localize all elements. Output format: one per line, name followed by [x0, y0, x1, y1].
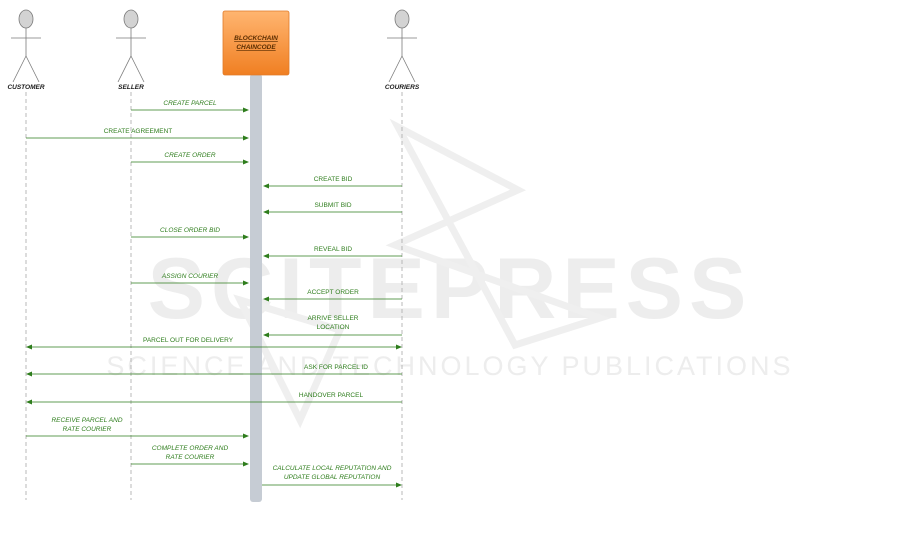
couriers-head-icon	[394, 9, 410, 29]
message-label: ACCEPT ORDER	[307, 289, 359, 296]
customer-actor: CUSTOMER	[7, 9, 45, 91]
message-accept-order: ACCEPT ORDER	[263, 289, 402, 302]
message-arrive-seller-location: ARRIVE SELLER LOCATION	[263, 315, 402, 338]
message-label-line2: RATE COURIER	[166, 454, 215, 461]
seller-label: SELLER	[118, 84, 144, 91]
arrowhead-icon	[243, 107, 249, 113]
arrowhead-icon	[263, 253, 269, 259]
message-label: CREATE ORDER	[164, 152, 215, 159]
message-label-line2: LOCATION	[317, 324, 350, 331]
chaincode-box	[222, 10, 290, 76]
message-label-line2: UPDATE GLOBAL REPUTATION	[284, 474, 381, 481]
message-label: SUBMIT BID	[314, 202, 351, 209]
arrowhead-icon	[243, 234, 249, 240]
message-create-order: CREATE ORDER	[131, 152, 249, 165]
message-complete-order-rate-courier: COMPLETE ORDER AND RATE COURIER	[131, 445, 249, 467]
message-create-bid: CREATE BID	[263, 176, 402, 189]
arrowhead-icon	[263, 209, 269, 215]
couriers-label: COURIERS	[385, 84, 420, 91]
message-reveal-bid: REVEAL BID	[263, 246, 402, 259]
arrowhead-icon	[396, 482, 402, 488]
message-label-line1: ARRIVE SELLER	[308, 315, 359, 322]
message-label: HANDOVER PARCEL	[299, 392, 364, 399]
message-label: REVEAL BID	[314, 246, 352, 253]
chaincode-activation-bar	[250, 74, 262, 502]
message-handover-parcel: HANDOVER PARCEL	[26, 392, 402, 405]
watermark-logo-shape	[233, 118, 611, 429]
customer-head-icon	[18, 9, 34, 29]
message-create-agreement: CREATE AGREEMENT	[26, 128, 249, 141]
arrowhead-icon	[243, 159, 249, 165]
message-receive-parcel-rate-courier: RECEIVE PARCEL AND RATE COURIER	[26, 417, 249, 439]
message-close-order-bid: CLOSE ORDER BID	[131, 227, 249, 240]
watermark: SCITEPRESS SCIENCE AND TECHNOLOGY PUBLIC…	[106, 118, 793, 429]
arrowhead-icon	[26, 399, 32, 405]
message-create-parcel: CREATE PARCEL	[131, 100, 249, 113]
watermark-title: SCITEPRESS	[148, 241, 753, 337]
message-ask-for-parcel-id: ASK FOR PARCEL ID	[26, 364, 402, 377]
couriers-actor: COURIERS	[385, 9, 420, 91]
message-label: ASK FOR PARCEL ID	[304, 364, 368, 371]
chaincode-label-line1: BLOCKCHAIN	[234, 35, 278, 42]
arrowhead-icon	[263, 183, 269, 189]
watermark-subtitle: SCIENCE AND TECHNOLOGY PUBLICATIONS	[106, 351, 793, 381]
message-label: CREATE AGREEMENT	[104, 128, 173, 135]
arrowhead-icon	[263, 296, 269, 302]
message-calculate-reputation: CALCULATE LOCAL REPUTATION AND UPDATE GL…	[262, 465, 402, 488]
message-label: PARCEL OUT FOR DELIVERY	[143, 337, 234, 344]
seller-actor: SELLER	[116, 9, 146, 91]
arrowhead-icon	[243, 280, 249, 286]
arrowhead-icon	[26, 371, 32, 377]
message-label: ASSIGN COURIER	[161, 273, 219, 280]
message-label: CREATE PARCEL	[163, 100, 217, 107]
message-label: CLOSE ORDER BID	[160, 227, 220, 234]
message-label-line1: COMPLETE ORDER AND	[152, 445, 229, 452]
message-list: CREATE PARCEL CREATE AGREEMENT CREATE OR…	[26, 100, 402, 488]
seller-head-icon	[123, 9, 139, 29]
arrowhead-icon	[396, 344, 402, 350]
arrowhead-icon	[243, 433, 249, 439]
arrowhead-icon	[243, 461, 249, 467]
arrowhead-icon	[26, 344, 32, 350]
message-label: CREATE BID	[314, 176, 353, 183]
message-parcel-out-for-delivery: PARCEL OUT FOR DELIVERY	[26, 337, 402, 350]
message-submit-bid: SUBMIT BID	[263, 202, 402, 215]
arrowhead-icon	[243, 135, 249, 141]
message-assign-courier: ASSIGN COURIER	[131, 273, 249, 286]
message-label-line1: CALCULATE LOCAL REPUTATION AND	[273, 465, 392, 472]
chaincode-label-line2: CHAINCODE	[236, 44, 276, 51]
message-label-line1: RECEIVE PARCEL AND	[51, 417, 122, 424]
customer-label: CUSTOMER	[7, 84, 44, 91]
message-label-line2: RATE COURIER	[63, 426, 112, 433]
arrowhead-icon	[263, 332, 269, 338]
